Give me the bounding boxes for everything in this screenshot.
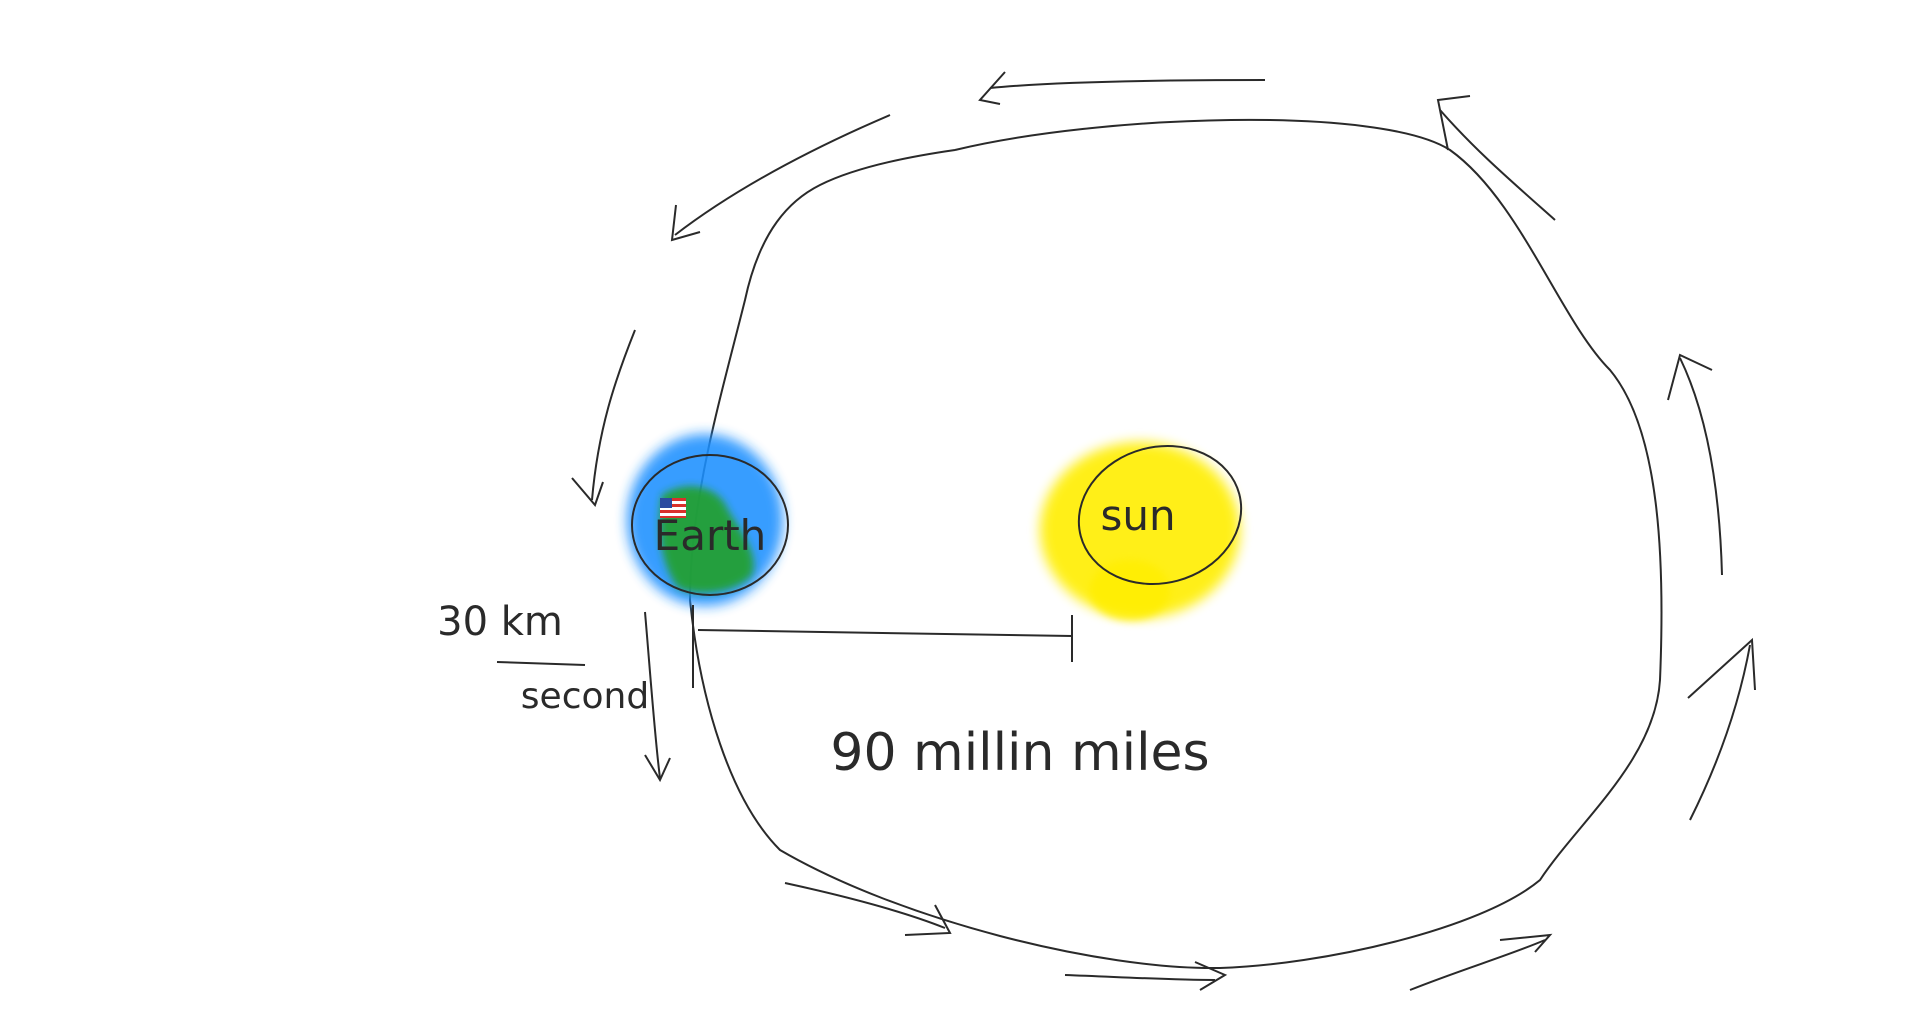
arrow-speed-head (644, 754, 671, 783)
distance-label: 90 millin miles (830, 723, 1209, 783)
speed-top: 30 km (437, 599, 563, 645)
distance-line (697, 629, 1073, 637)
arrow-top (989, 79, 1266, 89)
speed-fraction-bar (496, 661, 586, 666)
arrow-top-right-head (1436, 95, 1471, 151)
arrow-bottom (1064, 974, 1216, 981)
arrow-top-left-head (670, 204, 701, 242)
earth: Earth (627, 434, 789, 606)
arrow-top-head (978, 71, 1006, 105)
arrow-bottom-left-head (904, 904, 952, 936)
speed-bottom: second (521, 676, 649, 717)
arrow-top-right (1439, 109, 1556, 221)
distance-marker (692, 605, 1073, 688)
arrow-right-lower (1689, 644, 1751, 821)
arrow-left-head (571, 477, 604, 507)
arrow-bottom-right-head (1499, 933, 1553, 953)
arrow-top-left (674, 114, 891, 236)
orbit-arrows (571, 71, 1756, 991)
arrow-left (591, 329, 636, 501)
sun-label: sun (1100, 491, 1175, 540)
us-flag-icon (660, 498, 686, 518)
speed-label: 30 km second (437, 599, 649, 717)
arrow-bottom-left (784, 882, 946, 929)
arrow-right-upper (1679, 357, 1723, 576)
orbit-path (688, 118, 1663, 970)
sun: sun (1040, 442, 1243, 620)
earth-label: Earth (654, 511, 767, 560)
sun-glow-low (1090, 560, 1170, 620)
arrow-bottom-right (1409, 939, 1546, 991)
arrow-bottom-head (1194, 961, 1228, 991)
arrow-speed-down (644, 611, 661, 779)
earth-outline (631, 454, 789, 596)
arrow-right-lower-head (1687, 637, 1756, 699)
arrow-right-upper-head (1667, 353, 1713, 401)
sun-outline (1077, 444, 1243, 586)
